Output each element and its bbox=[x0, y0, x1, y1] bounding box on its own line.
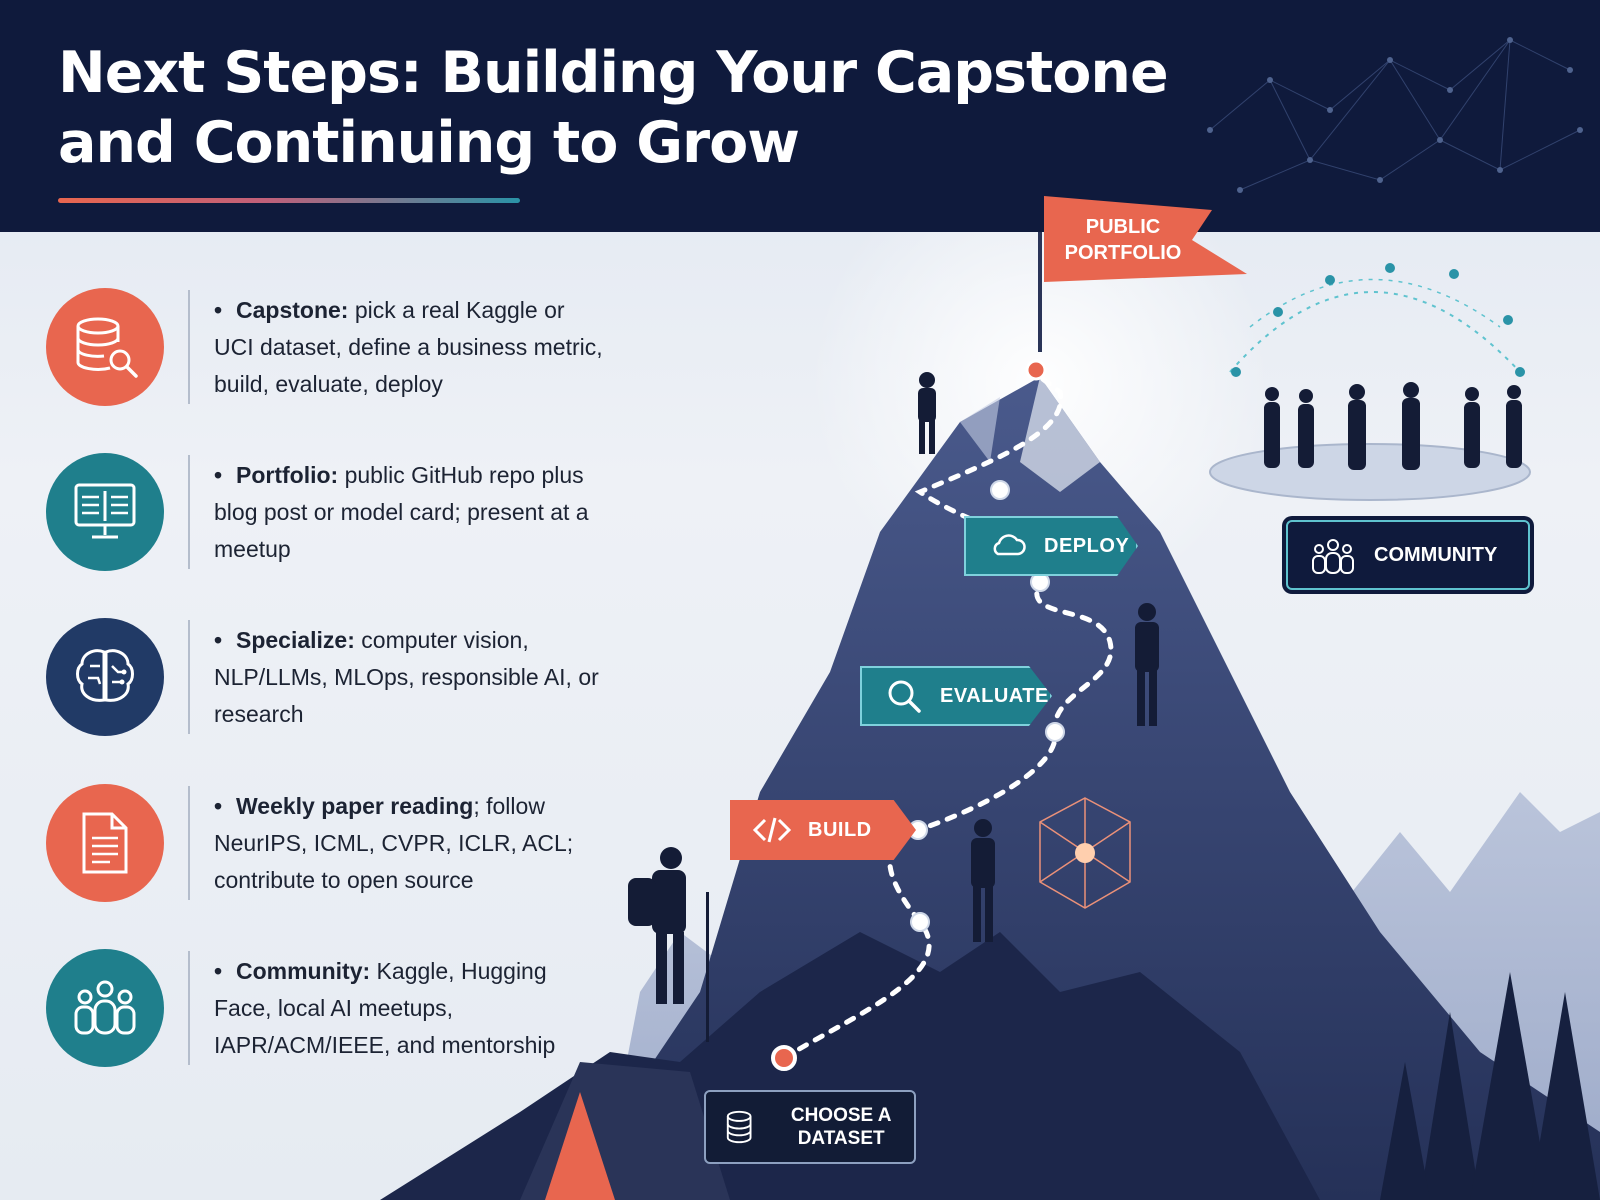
book-monitor-icon bbox=[74, 483, 136, 539]
header-banner: Next Steps: Building Your Capstone and C… bbox=[0, 0, 1600, 232]
step-evaluate-label: EVALUATE bbox=[940, 684, 1049, 707]
step-choose-dataset-label: CHOOSE A DATASET bbox=[790, 1105, 892, 1149]
people-icon bbox=[74, 980, 136, 1035]
flag-public-portfolio: PUBLIC PORTFOLIO bbox=[1064, 216, 1182, 264]
item-body: pick a real Kaggle or UCI dataset, defin… bbox=[214, 297, 603, 397]
item-lead: Community: bbox=[236, 958, 371, 984]
database-icon bbox=[726, 1110, 752, 1144]
step-build-label: BUILD bbox=[808, 818, 872, 841]
magnifier-icon bbox=[888, 680, 921, 713]
item-icon-circle bbox=[46, 288, 164, 406]
item-divider bbox=[188, 951, 190, 1065]
document-icon bbox=[82, 812, 128, 874]
mountain-illustration bbox=[380, 232, 1600, 1200]
item-text: •Capstone: pick a real Kaggle or UCI dat… bbox=[214, 297, 603, 397]
list-item-community: •Community: Kaggle, Hugging Face, local … bbox=[46, 945, 606, 1075]
item-text: •Weekly paper reading; follow NeurIPS, I… bbox=[214, 793, 574, 893]
mountain-scene: PUBLIC PORTFOLIO DEPLOY EVALUATE BUILD C… bbox=[0, 196, 1600, 1200]
item-body: ; follow NeurIPS, ICML, CVPR, ICLR, ACL;… bbox=[214, 793, 574, 893]
item-body: computer vision, NLP/LLMs, MLOps, respon… bbox=[214, 627, 599, 727]
item-body: Kaggle, Hugging Face, local AI meetups, … bbox=[214, 958, 556, 1058]
list-item-paper-reading: •Weekly paper reading; follow NeurIPS, I… bbox=[46, 780, 606, 910]
constellation-decoration bbox=[1207, 37, 1583, 193]
brain-circuit-icon bbox=[76, 649, 134, 702]
item-divider bbox=[188, 620, 190, 734]
step-deploy-label: DEPLOY bbox=[1044, 534, 1130, 557]
item-lead: Portfolio: bbox=[236, 462, 339, 488]
list-item-specialize: •Specialize: computer vision, NLP/LLMs, … bbox=[46, 614, 606, 744]
item-body: public GitHub repo plus blog post or mod… bbox=[214, 462, 589, 562]
item-icon-circle bbox=[46, 618, 164, 736]
list-item-capstone: •Capstone: pick a real Kaggle or UCI dat… bbox=[46, 284, 606, 414]
community-badge-label: COMMUNITY bbox=[1374, 543, 1498, 566]
item-divider bbox=[188, 455, 190, 569]
step-build: BUILD bbox=[730, 800, 916, 860]
item-lead: Weekly paper reading bbox=[236, 793, 474, 819]
item-lead: Capstone: bbox=[236, 297, 349, 323]
page-title: Next Steps: Building Your Capstone and C… bbox=[58, 40, 1169, 176]
item-text: •Specialize: computer vision, NLP/LLMs, … bbox=[214, 627, 599, 727]
item-divider bbox=[188, 290, 190, 404]
people-icon bbox=[1312, 539, 1354, 574]
community-badge: COMMUNITY bbox=[1286, 520, 1530, 590]
item-text: •Community: Kaggle, Hugging Face, local … bbox=[214, 958, 556, 1058]
list-item-portfolio: •Portfolio: public GitHub repo plus blog… bbox=[46, 449, 606, 579]
database-search-icon bbox=[76, 317, 138, 378]
item-text: •Portfolio: public GitHub repo plus blog… bbox=[214, 462, 589, 562]
item-icon-circle bbox=[46, 784, 164, 902]
item-lead: Specialize: bbox=[236, 627, 355, 653]
item-divider bbox=[188, 786, 190, 900]
flag-shape bbox=[1044, 196, 1247, 282]
step-deploy: DEPLOY bbox=[964, 516, 1138, 576]
title-underline bbox=[58, 198, 520, 203]
item-icon-circle bbox=[46, 949, 164, 1067]
step-choose-dataset: CHOOSE A DATASET bbox=[704, 1090, 916, 1164]
step-evaluate: EVALUATE bbox=[860, 666, 1052, 726]
cloud-icon bbox=[993, 534, 1026, 556]
item-icon-circle bbox=[46, 453, 164, 571]
code-icon bbox=[752, 817, 792, 843]
